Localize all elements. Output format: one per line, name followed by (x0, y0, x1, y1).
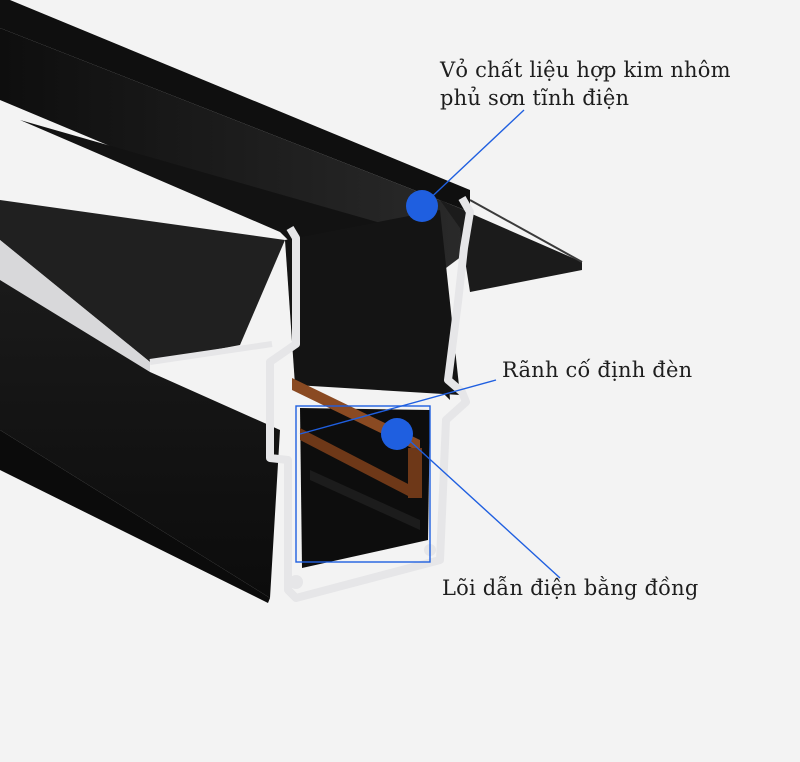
shell-callout-label: Vỏ chất liệu hợp kim nhôm phủ sơn tĩnh đ… (440, 56, 731, 112)
core-callout-label: Lõi dẫn điện bằng đồng (442, 576, 699, 600)
groove-callout-label: Rãnh cố định đèn (502, 358, 693, 382)
main-body (0, 280, 280, 598)
shell-callout-line1: Vỏ chất liệu hợp kim nhôm (440, 58, 731, 82)
groove-highlight-box (295, 405, 431, 563)
copper-strip-lower (300, 428, 412, 498)
groove-callout-line (299, 379, 497, 435)
aluminum-profile-edge (266, 196, 474, 602)
shell-callout-dot (406, 190, 438, 222)
left-flange (0, 200, 285, 362)
shell-callout-line (421, 109, 525, 207)
core-callout-dot (381, 418, 413, 450)
core-callout-line (399, 431, 561, 579)
rear-flange (0, 0, 470, 212)
shell-callout-line2: phủ sơn tĩnh điện (440, 86, 630, 110)
right-flange (440, 200, 582, 292)
